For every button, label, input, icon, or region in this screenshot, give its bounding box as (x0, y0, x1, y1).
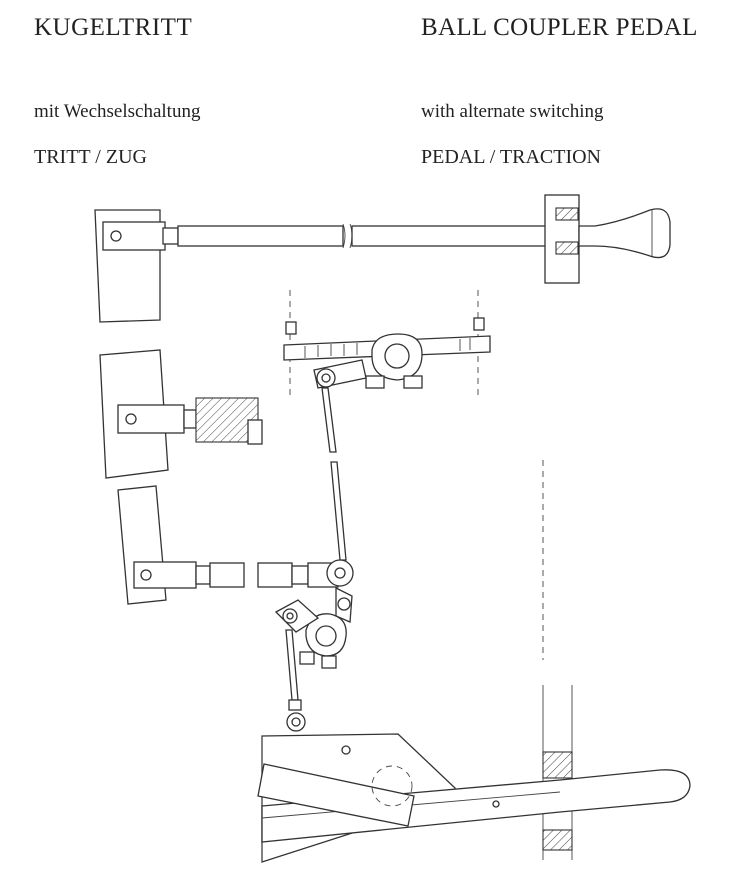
pedal-rocker-plate (257, 763, 415, 827)
top-rod-left (177, 225, 344, 247)
rod-lower-segment (330, 461, 347, 561)
top-rod-assembly (94, 194, 671, 323)
lower-clamp-assembly (274, 586, 353, 732)
lower-lever-plate (117, 485, 167, 605)
middle-clevis (117, 404, 185, 434)
upper-clamp-nut-right (403, 375, 423, 389)
subtitle-english: with alternate switching (421, 101, 604, 122)
subtitle-german: mit Wechselschaltung (34, 101, 201, 122)
lower-ball-joint (326, 559, 354, 587)
middle-block-foot (247, 419, 263, 445)
top-collar (162, 227, 179, 245)
lower-rod-left (209, 562, 245, 588)
lower-rod-collar (291, 565, 309, 585)
lower-lever-assembly (117, 485, 354, 605)
wall-hatch-upper (555, 207, 579, 221)
upper-joint-eye (316, 368, 336, 388)
pull-knob (578, 208, 671, 259)
lower-pivot-hole (140, 569, 152, 581)
lower-ball (315, 625, 337, 647)
upper-ball (384, 343, 410, 369)
lower-rod-right (257, 562, 293, 588)
vertical-connecting-rod (321, 387, 347, 561)
pedal-pivot (492, 800, 500, 808)
pedal-ball-hidden (371, 765, 413, 807)
top-pivot-hole (110, 230, 122, 242)
middle-lever-assembly (99, 349, 263, 479)
foot-pedal-assembly (257, 685, 691, 863)
lower-clamp-nut-left (299, 651, 315, 665)
mode-label-german: TRITT / ZUG (34, 146, 147, 168)
top-clevis (102, 221, 166, 251)
lower-clamp-nut-right (321, 655, 337, 669)
pedal-pull-rod (285, 629, 299, 701)
upper-nut-left (285, 321, 297, 335)
post-hatch-upper (542, 751, 573, 779)
upper-ball-clamp (371, 333, 423, 381)
lower-clevis (133, 561, 197, 589)
top-rod-right (351, 225, 553, 247)
housing-pin (341, 745, 351, 755)
rod-upper-segment (321, 387, 337, 453)
lower-collar (195, 565, 211, 585)
middle-pivot-hole (125, 413, 137, 425)
pedal-rod-nut (288, 699, 302, 711)
middle-lever-plate (99, 349, 169, 479)
post-hatch-lower (542, 829, 573, 851)
upper-clamp-nut-left (365, 375, 385, 389)
pedal-joint-eye (286, 712, 306, 732)
mode-label-english: PEDAL / TRACTION (421, 146, 601, 168)
upper-nut-right (473, 317, 485, 331)
top-lever-plate (94, 209, 161, 323)
title-german: KUGELTRITT (34, 14, 193, 41)
pedal-key (261, 769, 691, 843)
upper-cross-lever (283, 317, 491, 389)
title-english: BALL COUPLER PEDAL (421, 14, 698, 41)
top-rod-break (342, 223, 353, 249)
middle-collar (183, 409, 197, 429)
wall-hatch-lower (555, 241, 579, 255)
